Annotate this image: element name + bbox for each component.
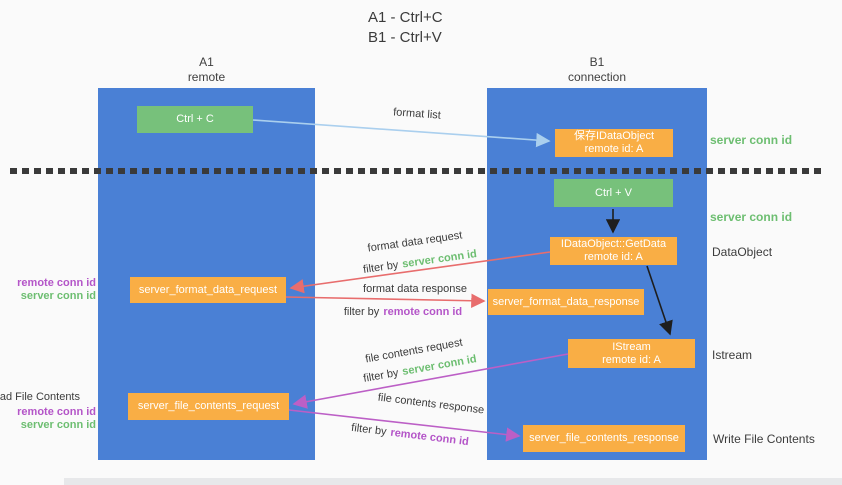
filter-by-text: filter by [343,306,380,318]
label-remote-conn-id-2: remote conn id [17,406,96,418]
node-getdata-line2: remote id: A [584,251,643,263]
lane-b1-role: connection [567,70,627,84]
node-file-req-label: server_file_contents_request [137,400,280,412]
label-server-conn-id-top: server conn id [710,133,793,147]
label-left-conn-ids-file: remote conn id server conn id [17,406,96,432]
node-save-line1: 保存IDataObject [573,130,655,142]
node-format-resp-label: server_format_data_response [492,295,640,308]
node-istream-line2: remote id: A [602,353,661,366]
label-left-conn-ids-format: remote conn id server conn id [17,277,96,303]
remote-conn-id-text: remote conn id [389,426,470,449]
node-ctrl-c-label: Ctrl + C [176,113,214,125]
filter-by-text: filter by [350,421,388,439]
label-istream: Istream [712,348,753,362]
lane-header-a1: A1 remote [98,55,315,85]
session-divider-dotted-line [10,168,825,174]
filter-by-text: filter by [362,259,400,276]
title-line-2: B1 - Ctrl+V [368,29,442,46]
lane-a1-role: remote [187,70,226,84]
lane-b1-id: B1 [589,55,605,69]
bottom-edge-strip [64,478,842,485]
label-server-conn-id-mid: server conn id [710,210,793,224]
node-ctrl-v-label: Ctrl + V [595,186,632,199]
label-format-data-response: format data response [363,283,467,295]
lane-a1-id: A1 [199,55,214,69]
node-server-file-contents-response: server_file_contents_response [523,425,685,452]
node-idataobject-getdata: IDataObject::GetData remote id: A [550,237,677,265]
label-dataobject: DataObject [712,245,773,259]
node-save-line2: remote id: A [584,143,644,155]
node-format-req-label: server_format_data_request [138,283,278,296]
node-server-format-data-request: server_format_data_request [130,277,286,303]
filter-by-text: filter by [362,366,400,385]
node-getdata-line1: IDataObject::GetData [560,238,667,250]
node-istream-line1: IStream [612,340,651,353]
diagram-title: A1 - Ctrl+C B1 - Ctrl+V [368,8,443,48]
server-conn-id-text: server conn id [401,248,478,271]
label-server-conn-id-1: server conn id [20,290,96,302]
remote-conn-id-text: remote conn id [383,306,463,318]
label-write-file-contents: Write File Contents [713,432,815,446]
node-server-file-contents-request: server_file_contents_request [128,393,289,420]
label-remote-conn-id-1: remote conn id [17,277,96,289]
label-file-contents-response: file contents response [377,391,485,417]
node-file-resp-label: server_file_contents_response [529,432,679,444]
lane-header-b1: B1 connection [487,55,707,85]
node-ctrl-c: Ctrl + C [137,106,253,133]
node-ctrl-v: Ctrl + V [554,179,673,207]
label-server-conn-id-2: server conn id [20,419,96,431]
label-format-list: format list [392,106,442,122]
arrow-format-data-response [285,293,486,308]
node-istream: IStream remote id: A [568,339,695,368]
node-server-format-data-response: server_format_data_response [488,289,644,315]
node-save-idataobject: 保存IDataObject remote id: A [555,129,673,157]
title-line-1: A1 - Ctrl+C [368,9,443,26]
label-read-file-contents: Read File Contents [0,391,80,403]
